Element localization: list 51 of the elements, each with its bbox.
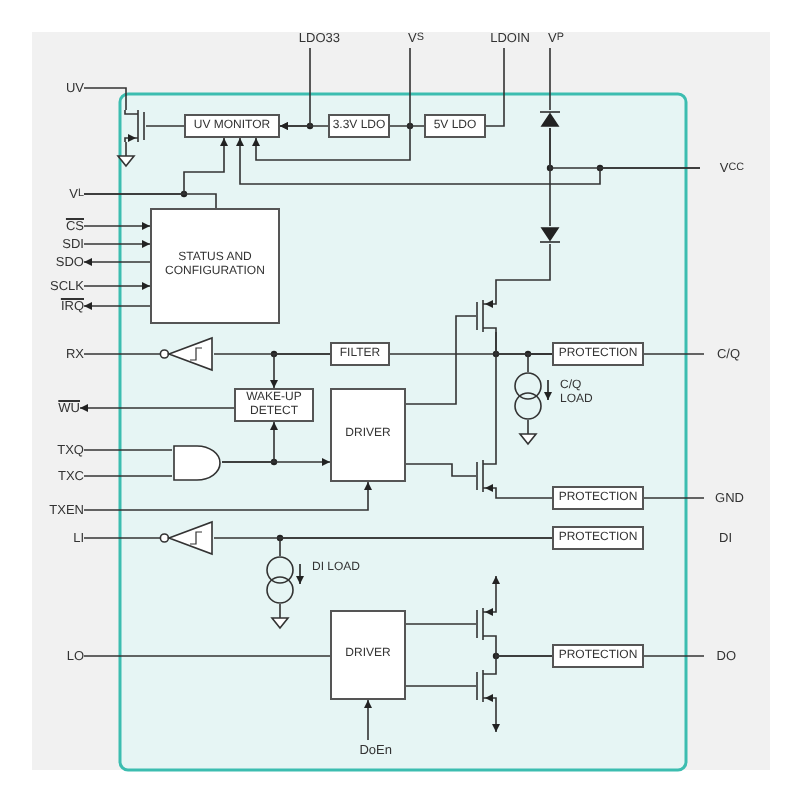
connector xyxy=(83,481,372,511)
transistor-symbol xyxy=(124,110,146,142)
connector xyxy=(495,331,497,461)
connector xyxy=(270,353,331,389)
transistor-symbol xyxy=(476,300,498,332)
connector xyxy=(279,537,553,557)
connector xyxy=(83,449,173,451)
connector xyxy=(492,575,500,609)
connector xyxy=(83,302,151,310)
connector xyxy=(83,282,151,290)
transistor-symbol xyxy=(476,670,498,702)
connector xyxy=(643,655,705,657)
buffer-symbol xyxy=(160,520,214,556)
connector xyxy=(145,125,185,127)
connector xyxy=(83,475,173,477)
connector xyxy=(405,685,477,687)
connector xyxy=(495,491,553,499)
connector xyxy=(492,701,500,733)
and-gate-symbol xyxy=(172,444,222,482)
diode-symbol xyxy=(540,110,560,128)
transistor-symbol xyxy=(476,460,498,492)
connector xyxy=(549,47,551,111)
connector xyxy=(527,353,553,373)
buffer-symbol xyxy=(160,336,214,372)
connector xyxy=(83,655,331,657)
connector xyxy=(549,127,701,169)
connector xyxy=(221,421,278,463)
connector xyxy=(83,87,127,111)
connector xyxy=(405,623,477,625)
connector xyxy=(83,353,161,355)
connector xyxy=(83,240,151,248)
transistor-symbol xyxy=(476,608,498,640)
connector xyxy=(83,537,161,539)
connector xyxy=(364,699,372,741)
diode-symbol xyxy=(540,226,560,244)
connector xyxy=(495,243,551,301)
connector xyxy=(495,655,553,671)
connector xyxy=(279,47,311,130)
connector xyxy=(485,47,505,127)
connector xyxy=(643,353,705,355)
connector xyxy=(389,125,425,127)
connector xyxy=(643,497,705,499)
current-source-symbol xyxy=(514,372,554,420)
connector xyxy=(83,222,151,230)
connector xyxy=(405,463,477,477)
current-source-symbol xyxy=(266,556,306,604)
connector xyxy=(79,404,235,412)
connector xyxy=(83,193,217,209)
connector xyxy=(405,315,477,405)
connector xyxy=(252,47,411,161)
connector xyxy=(83,258,151,266)
